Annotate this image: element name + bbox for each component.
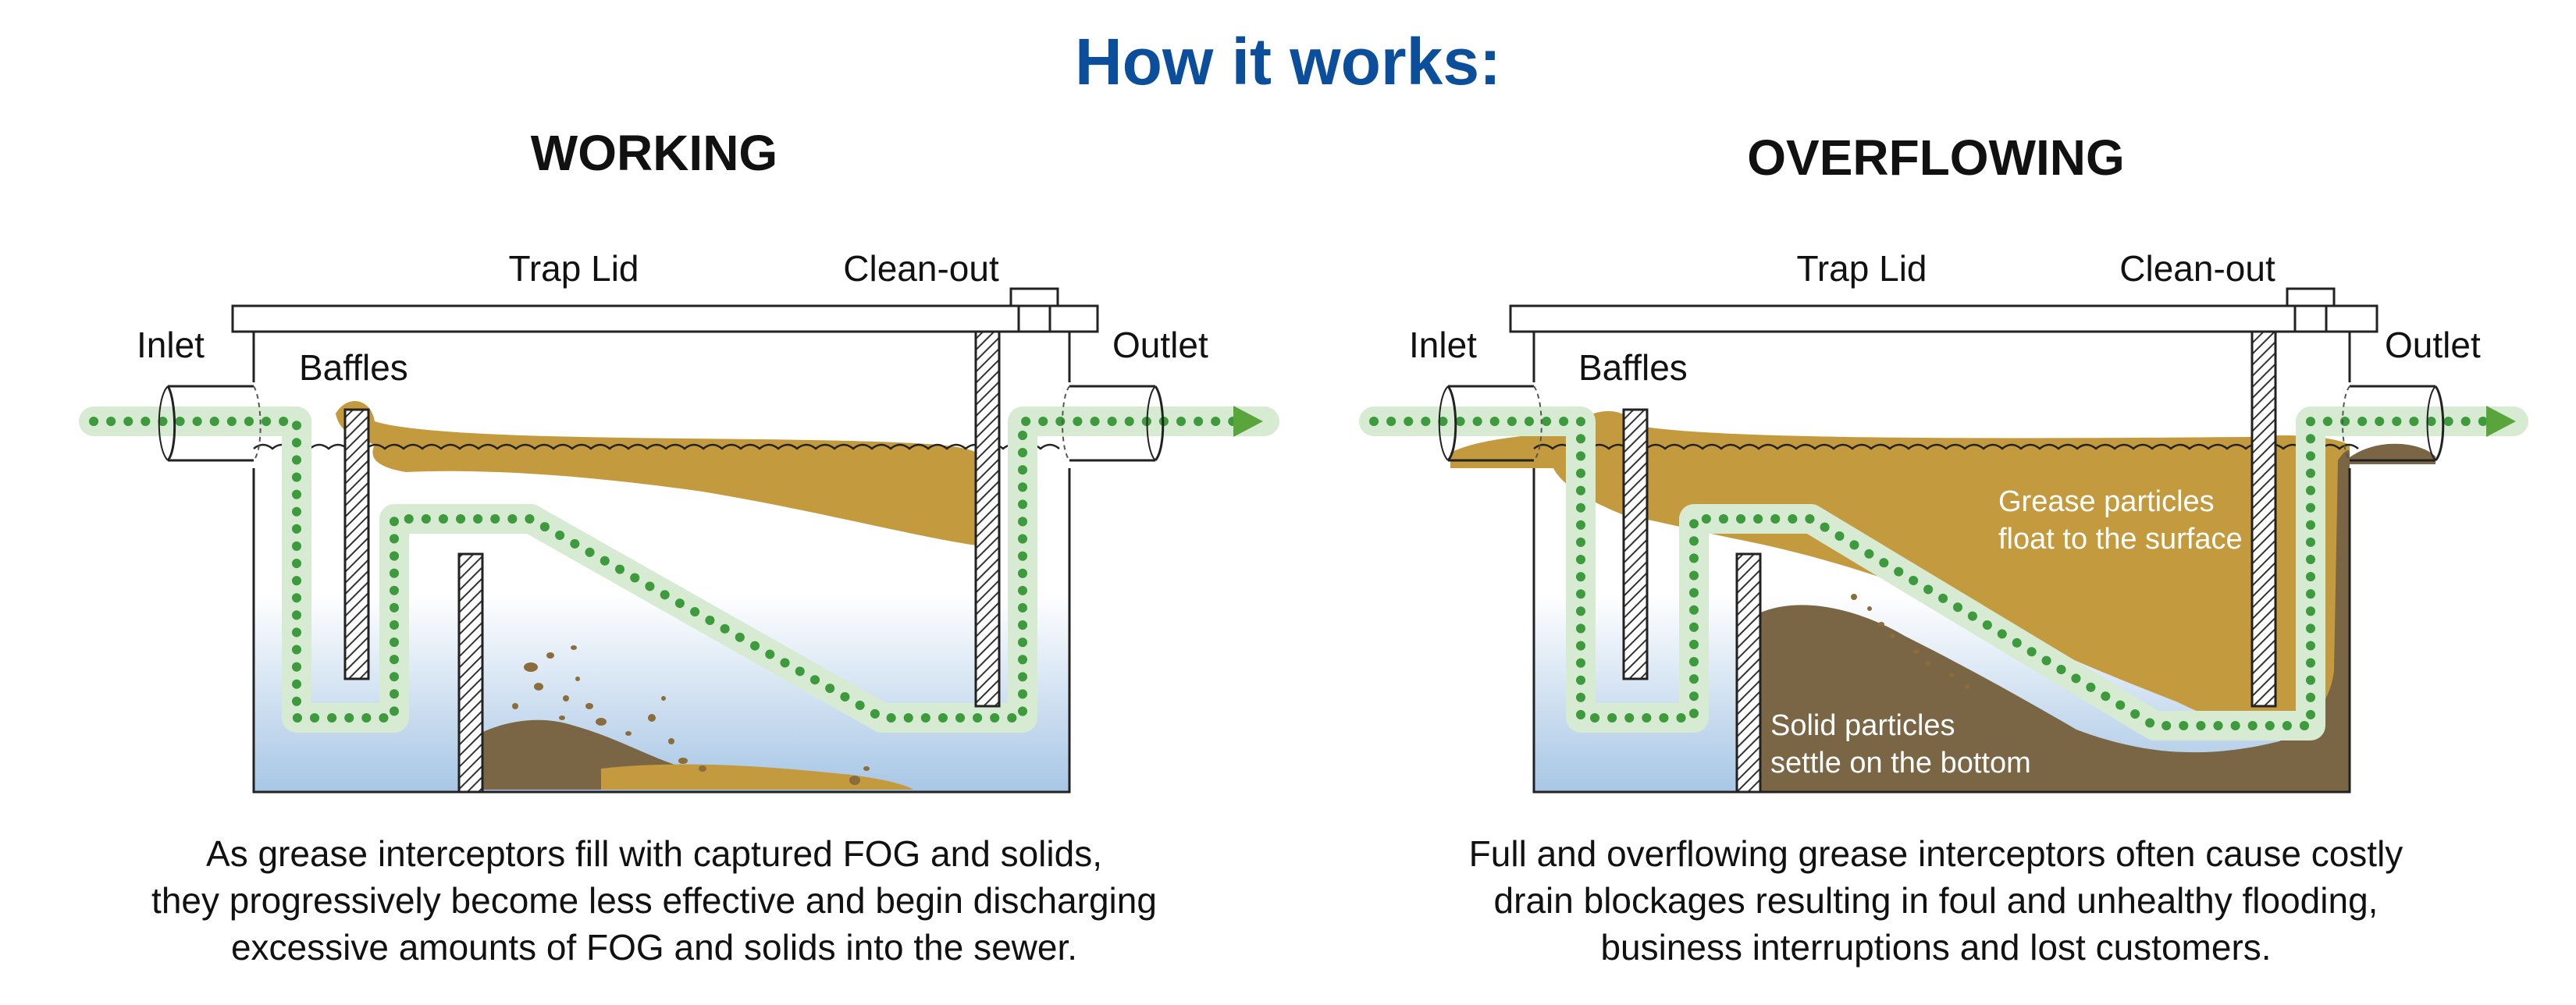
baffle-middle	[457, 552, 484, 794]
water-surface	[253, 443, 1060, 450]
flow-path-dots	[1369, 417, 2503, 730]
water-surface	[1533, 443, 2359, 450]
caption-line-1: As grease interceptors fill with capture…	[206, 833, 1102, 874]
panel-heading: WORKING	[531, 125, 777, 181]
trap-lid	[1509, 304, 2379, 333]
grease-bottom-layer	[601, 764, 913, 790]
label-inlet: Inlet	[1409, 325, 1477, 365]
particles	[512, 645, 870, 785]
label-clean-out: Clean-out	[843, 248, 999, 289]
grease-layer	[336, 400, 982, 546]
page-title: How it works:	[1075, 25, 1501, 98]
panel-overflowing: OVERFLOWING	[1359, 130, 2528, 968]
caption-line-1: Full and overflowing grease interceptors…	[1469, 833, 2403, 874]
outlet-debris	[2346, 443, 2435, 464]
label-outlet: Outlet	[1112, 325, 1208, 365]
label-trap-lid: Trap Lid	[508, 248, 639, 289]
baffle-outlet	[2250, 330, 2277, 708]
label-grease-note: Grease particles	[1998, 485, 2215, 518]
label-inlet: Inlet	[137, 325, 205, 365]
caption-line-3: excessive amounts of FOG and solids into…	[231, 927, 1077, 968]
caption-line-3: business interruptions and lost customer…	[1600, 927, 2271, 968]
clean-out	[2286, 287, 2336, 333]
caption-line-2: they progressively become less effective…	[151, 880, 1157, 921]
caption-line-2: drain blockages resulting in foul and un…	[1494, 880, 2379, 921]
inlet-pipe	[158, 385, 262, 462]
label-baffles: Baffles	[1578, 347, 1688, 388]
baffle-middle	[1735, 552, 1762, 794]
outlet-pipe	[2342, 385, 2445, 462]
label-baffles: Baffles	[299, 347, 408, 388]
label-clean-out: Clean-out	[2119, 248, 2275, 289]
label-solids-note: Solid particles	[1770, 709, 1955, 742]
label-solids-note: settle on the bottom	[1770, 747, 2031, 779]
label-outlet: Outlet	[2385, 325, 2481, 365]
baffle-outlet	[974, 330, 1001, 708]
flow-path-dots	[89, 417, 1254, 723]
baffle-inlet	[343, 408, 370, 680]
outlet-pipe	[1062, 385, 1165, 462]
label-trap-lid: Trap Lid	[1796, 248, 1927, 289]
label-grease-note: float to the surface	[1998, 523, 2243, 556]
solids-layer	[1752, 450, 2350, 792]
flow-arrow-icon	[1233, 406, 1263, 437]
particles	[1851, 594, 1970, 689]
panel-heading: OVERFLOWING	[1747, 130, 2125, 186]
trap-lid	[231, 304, 1099, 333]
panel-working: WORKING	[79, 125, 1279, 968]
flow-arrow-icon	[2486, 406, 2516, 437]
clean-out	[1009, 287, 1059, 333]
baffle-inlet	[1622, 408, 1649, 680]
inlet-pipe	[1438, 385, 1542, 462]
